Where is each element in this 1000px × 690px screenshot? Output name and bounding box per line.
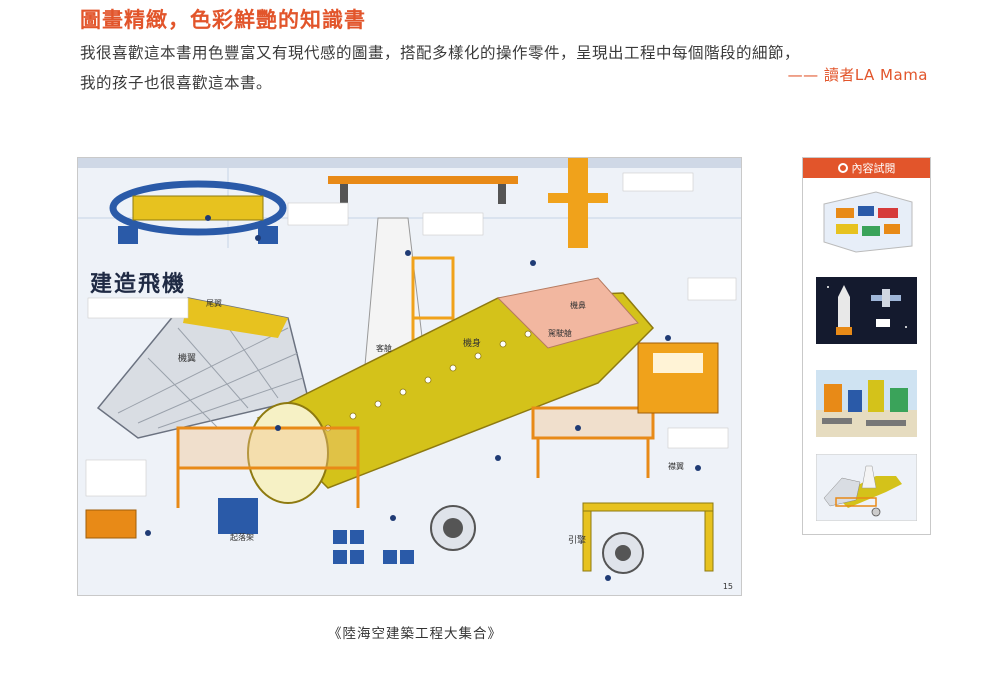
reader-review: 我很喜歡這本書用色豐富又有現代感的圖畫，搭配多樣化的操作零件，呈現出工程中每個階… — [80, 38, 950, 98]
label-nose: 機鼻 — [570, 301, 586, 310]
preview-thumbnail-airplane[interactable] — [816, 454, 917, 521]
review-line-1: 我很喜歡這本書用色豐富又有現代感的圖畫，搭配多樣化的操作零件，呈現出工程中每個階… — [80, 44, 801, 62]
preview-thumbnail-city[interactable] — [816, 370, 917, 437]
label-flap: 襟翼 — [668, 462, 684, 471]
section-heading: 圖畫精緻，色彩鮮艷的知識書 — [80, 8, 366, 32]
spread-title: 建造飛機 — [90, 272, 187, 297]
label-cabin: 客艙 — [376, 344, 392, 353]
engine-illustration — [430, 505, 644, 574]
label-wing: 機翼 — [178, 354, 197, 364]
preview-thumbnail-cover[interactable] — [816, 186, 917, 253]
label-tail: 尾翼 — [206, 299, 222, 308]
preview-header[interactable]: 內容試閱 — [803, 158, 930, 178]
page-number: 15 — [722, 582, 733, 591]
fuselage-ring-illustration — [109, 180, 287, 244]
review-signature: —— 讀者LA Mama — [787, 66, 928, 84]
preview-header-label: 內容試閱 — [851, 162, 896, 175]
label-cockpit: 駕駛艙 — [548, 329, 572, 338]
zoom-icon — [837, 163, 848, 173]
wing-illustration — [96, 297, 309, 439]
content-preview-panel[interactable]: 內容試閱 — [802, 157, 931, 535]
figure-caption: 《陸海空建築工程大集合》 — [328, 626, 502, 642]
review-line-2: 我的孩子也很喜歡這本書。 — [80, 74, 273, 92]
label-fuselage: 機身 — [463, 339, 482, 349]
label-engine: 引擎 — [568, 536, 587, 546]
label-rack: 起落架 — [230, 533, 254, 542]
preview-thumbnail-space[interactable] — [816, 277, 917, 344]
book-spread-image: 建造飛機 機翼 機身 尾翼 引擎 襟翼 機鼻 駕駛艙 起落架 客艙 15 — [77, 157, 742, 596]
